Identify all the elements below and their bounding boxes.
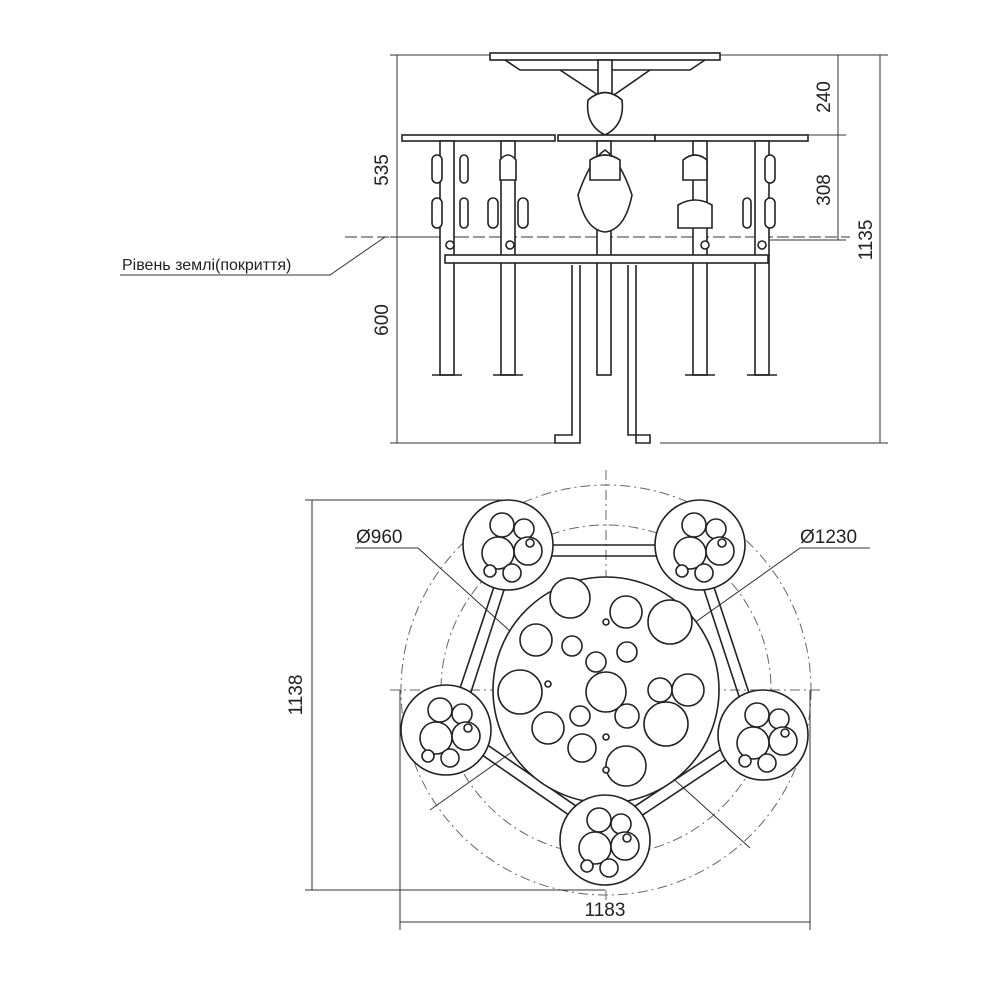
bubble-hole <box>609 595 643 629</box>
plan-view: Ø960 Ø1230 1138 1183 <box>286 470 870 930</box>
bubble-hole <box>519 623 553 657</box>
bubble-hole <box>421 749 435 763</box>
dim-1138: 1138 <box>286 675 307 716</box>
bubble-hole <box>602 618 610 626</box>
bubble-hole <box>585 651 607 673</box>
bubble-hole <box>757 753 777 773</box>
bubble-hole <box>780 728 790 738</box>
dim-1135: 1135 <box>856 220 877 261</box>
bubble-hole <box>569 705 591 727</box>
bubble-hole <box>525 538 535 548</box>
dim-960: Ø960 <box>356 527 402 548</box>
bubble-hole <box>602 766 610 774</box>
bubble-hole <box>561 635 583 657</box>
bubble-hole <box>602 733 610 741</box>
bubble-hole <box>610 831 640 861</box>
bubble-hole <box>451 721 481 751</box>
bubble-hole <box>544 680 552 688</box>
bubble-hole <box>694 563 714 583</box>
dim-308: 308 <box>814 174 835 206</box>
bubble-hole <box>531 711 565 745</box>
bubble-hole <box>622 833 632 843</box>
bubble-hole <box>483 564 497 578</box>
dim-1230: Ø1230 <box>800 527 857 548</box>
bubble-hole <box>744 702 770 728</box>
bubble-hole <box>671 673 705 707</box>
bubble-hole <box>440 748 460 768</box>
bubble-hole <box>513 536 543 566</box>
bubble-hole <box>643 701 689 747</box>
bubble-hole <box>616 641 638 663</box>
bubble-hole <box>585 671 627 713</box>
bubble-hole <box>580 859 594 873</box>
bubble-hole <box>489 512 515 538</box>
bubble-hole <box>681 512 707 538</box>
bubble-hole <box>768 726 798 756</box>
dim-240: 240 <box>814 81 835 113</box>
bubble-hole <box>451 703 473 725</box>
bubble-hole <box>586 807 612 833</box>
bubble-hole <box>614 703 640 729</box>
dim-1183: 1183 <box>585 900 626 921</box>
bubble-hole <box>502 563 522 583</box>
bubble-hole <box>738 754 752 768</box>
elevation-view: 535 600 240 308 1135 Рівень землі(покрит… <box>120 52 888 444</box>
bubble-hole <box>427 697 453 723</box>
bubble-hole <box>497 669 543 715</box>
bubble-hole <box>549 577 591 619</box>
bubble-hole <box>605 745 647 787</box>
bubble-hole <box>647 677 673 703</box>
dim-600: 600 <box>372 304 393 336</box>
bubble-hole <box>610 813 632 835</box>
bubble-hole <box>513 518 535 540</box>
bubble-hole <box>567 733 597 763</box>
bubble-hole <box>647 599 693 645</box>
bubble-hole <box>599 858 619 878</box>
bubble-hole <box>705 518 727 540</box>
bubble-hole <box>675 564 689 578</box>
bubble-hole <box>705 536 735 566</box>
bubble-hole <box>463 723 473 733</box>
dim-535: 535 <box>372 154 393 186</box>
bubble-hole <box>717 538 727 548</box>
bubble-hole <box>768 708 790 730</box>
ground-level-label: Рівень землі(покриття) <box>122 257 291 274</box>
